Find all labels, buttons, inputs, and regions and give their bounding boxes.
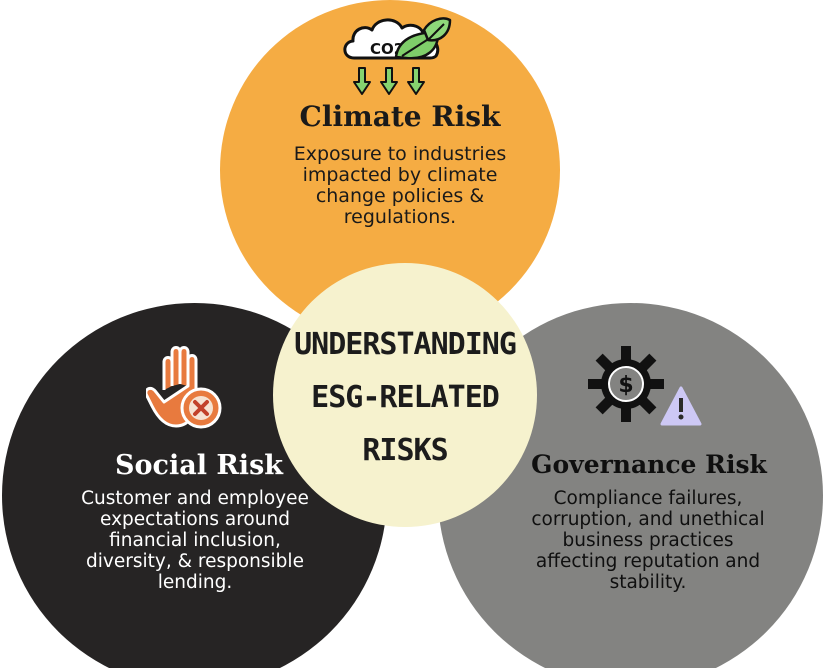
social-desc-line: diversity, & responsible [86, 551, 304, 572]
center-heading: UNDERSTANDING ESG-RELATED RISKS [283, 318, 527, 477]
gov-desc-line: affecting reputation and [535, 551, 761, 572]
stop-hand-icon [146, 346, 222, 429]
social-desc-line: expectations around [100, 509, 290, 530]
climate-desc-line: regulations. [343, 206, 457, 228]
social-desc-line: Customer and employee [81, 488, 309, 509]
governance-risk-description: Compliance failures, corruption, and une… [488, 488, 808, 593]
climate-desc-line: Exposure to industries [293, 143, 507, 165]
center-circle [273, 263, 537, 527]
gov-desc-line: stability. [609, 572, 687, 593]
social-risk-description: Customer and employee expectations aroun… [40, 488, 350, 593]
climate-desc-line: change policies & [315, 185, 485, 207]
gov-desc-line: business practices [562, 530, 734, 551]
svg-text:$: $ [618, 373, 633, 398]
climate-risk-description: Exposure to industries impacted by clima… [262, 144, 538, 228]
center-heading-line: UNDERSTANDING [294, 327, 517, 362]
gov-desc-line: corruption, and unethical [531, 509, 765, 530]
center-heading-line: RISKS [362, 433, 448, 468]
social-desc-line: lending. [157, 572, 233, 593]
climate-risk-title: Climate Risk [299, 100, 501, 133]
social-desc-line: financial inclusion, [109, 530, 281, 551]
center-heading-line: ESG-RELATED [311, 380, 500, 415]
gear-dollar-warning-icon: $ [588, 346, 702, 426]
gov-desc-line: Compliance failures, [553, 488, 743, 509]
climate-desc-line: impacted by climate [302, 164, 498, 186]
governance-risk-title: Governance Risk [531, 450, 767, 479]
social-risk-title: Social Risk [115, 450, 283, 481]
co2-cloud-leaf-icon: CO2 [343, 17, 452, 95]
